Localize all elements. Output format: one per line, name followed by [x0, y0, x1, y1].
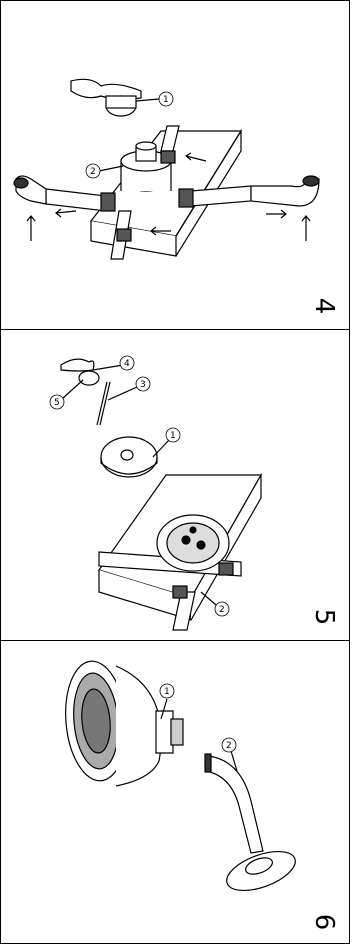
lever-handle — [60, 358, 95, 372]
escutcheon-plate — [100, 436, 158, 478]
trim-plate-illustration — [49, 355, 263, 631]
valve-installation-illustration — [13, 78, 320, 260]
step-number: 5 — [309, 608, 339, 626]
step-4-panel: 1 2 4 — [1, 1, 349, 329]
step-number: 4 — [309, 297, 339, 315]
step-5-panel: 1 2 3 4 5 5 — [1, 329, 349, 640]
callout-circles — [85, 91, 174, 179]
flange — [226, 850, 296, 892]
left-pipe — [45, 188, 107, 212]
lever-handle — [70, 78, 142, 100]
step-6-panel: 1 2 6 — [1, 640, 349, 945]
callout-circles — [159, 683, 237, 753]
screw — [96, 381, 108, 426]
step-number: 6 — [309, 913, 339, 931]
callout-circles — [49, 355, 230, 617]
shower-head-illustration — [65, 660, 296, 892]
shower-arm — [205, 755, 264, 854]
